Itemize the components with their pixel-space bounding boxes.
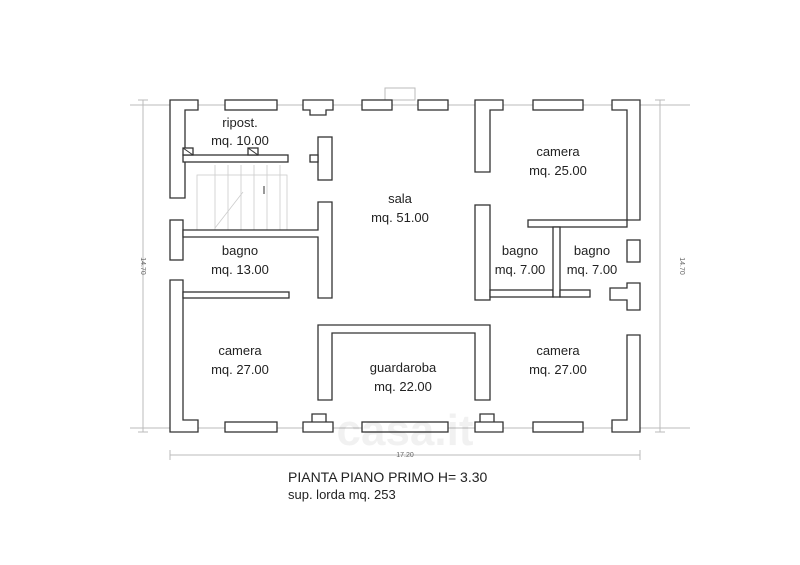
room-name: bagno	[574, 243, 610, 258]
room-name: camera	[536, 144, 580, 159]
room-bagno-east: bagno mq. 7.00	[567, 243, 618, 277]
room-name: camera	[218, 343, 262, 358]
room-area: mq. 13.00	[211, 262, 269, 277]
room-area: mq. 27.00	[529, 362, 587, 377]
room-area: mq. 10.00	[211, 133, 269, 148]
dimension-lines	[130, 87, 690, 460]
room-camera-ne: camera mq. 25.00	[529, 144, 587, 178]
room-name: sala	[388, 191, 413, 206]
room-name: bagno	[502, 243, 538, 258]
width-dimension: 17.20	[396, 452, 414, 459]
plan-subtitle: sup. lorda mq. 253	[288, 487, 396, 502]
height-dimension-left: 14.70	[139, 257, 146, 275]
room-name: guardaroba	[370, 360, 437, 375]
watermark: casa.it	[337, 406, 474, 455]
plan-title: PIANTA PIANO PRIMO H= 3.30	[288, 469, 488, 485]
room-bagno-west: bagno mq. 13.00	[211, 243, 269, 277]
room-camera-sw: camera mq. 27.00	[211, 343, 269, 377]
room-area: mq. 7.00	[567, 262, 618, 277]
staircase	[196, 165, 288, 231]
room-name: bagno	[222, 243, 258, 258]
room-guardaroba: guardaroba mq. 22.00	[370, 360, 437, 394]
walls	[169, 99, 641, 433]
room-area: mq. 22.00	[374, 379, 432, 394]
room-bagno-center: bagno mq. 7.00	[495, 243, 546, 277]
room-name: camera	[536, 343, 580, 358]
room-area: mq. 27.00	[211, 362, 269, 377]
height-dimension-right: 14.70	[678, 257, 685, 275]
room-area: mq. 25.00	[529, 163, 587, 178]
room-sala: sala mq. 51.00	[371, 191, 429, 225]
room-camera-se: camera mq. 27.00	[529, 343, 587, 377]
room-ripostiglio: ripost. mq. 10.00	[211, 115, 269, 148]
room-area: mq. 51.00	[371, 210, 429, 225]
room-area: mq. 7.00	[495, 262, 546, 277]
room-name: ripost.	[222, 115, 257, 130]
